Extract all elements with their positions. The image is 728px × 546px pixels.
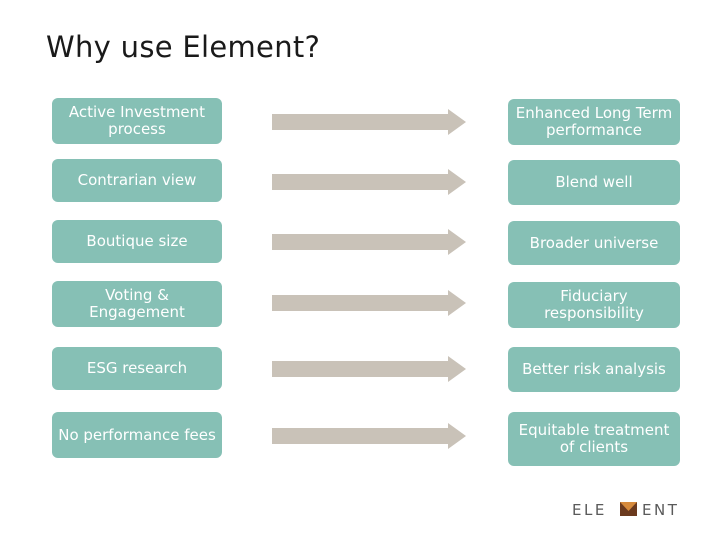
left-box-contrarian-view: Contrarian view bbox=[52, 159, 222, 202]
arrow-icon bbox=[272, 423, 466, 449]
right-box-equitable-treatment: Equitable treatment of clients bbox=[508, 412, 680, 466]
right-box-broader-universe: Broader universe bbox=[508, 221, 680, 265]
logo-text-end: ENT bbox=[642, 501, 679, 519]
left-box-boutique-size: Boutique size bbox=[52, 220, 222, 263]
left-box-no-performance-fees: No performance fees bbox=[52, 412, 222, 458]
right-box-blend-well: Blend well bbox=[508, 160, 680, 205]
arrow-icon bbox=[272, 109, 466, 135]
logo-m-mark-icon bbox=[620, 502, 637, 516]
right-box-enhanced-performance: Enhanced Long Term performance bbox=[508, 99, 680, 145]
arrow-icon bbox=[272, 229, 466, 255]
arrow-icon bbox=[272, 169, 466, 195]
right-box-better-risk-analysis: Better risk analysis bbox=[508, 347, 680, 392]
left-box-active-investment: Active Investment process bbox=[52, 98, 222, 144]
arrow-icon bbox=[272, 356, 466, 382]
logo-text-start: ELE bbox=[572, 501, 607, 519]
left-box-esg-research: ESG research bbox=[52, 347, 222, 390]
right-box-fiduciary-responsibility: Fiduciary responsibility bbox=[508, 282, 680, 328]
page-title: Why use Element? bbox=[46, 30, 321, 64]
element-logo: ELE ENT bbox=[572, 501, 679, 519]
arrow-icon bbox=[272, 290, 466, 316]
left-box-voting-engagement: Voting & Engagement bbox=[52, 281, 222, 327]
